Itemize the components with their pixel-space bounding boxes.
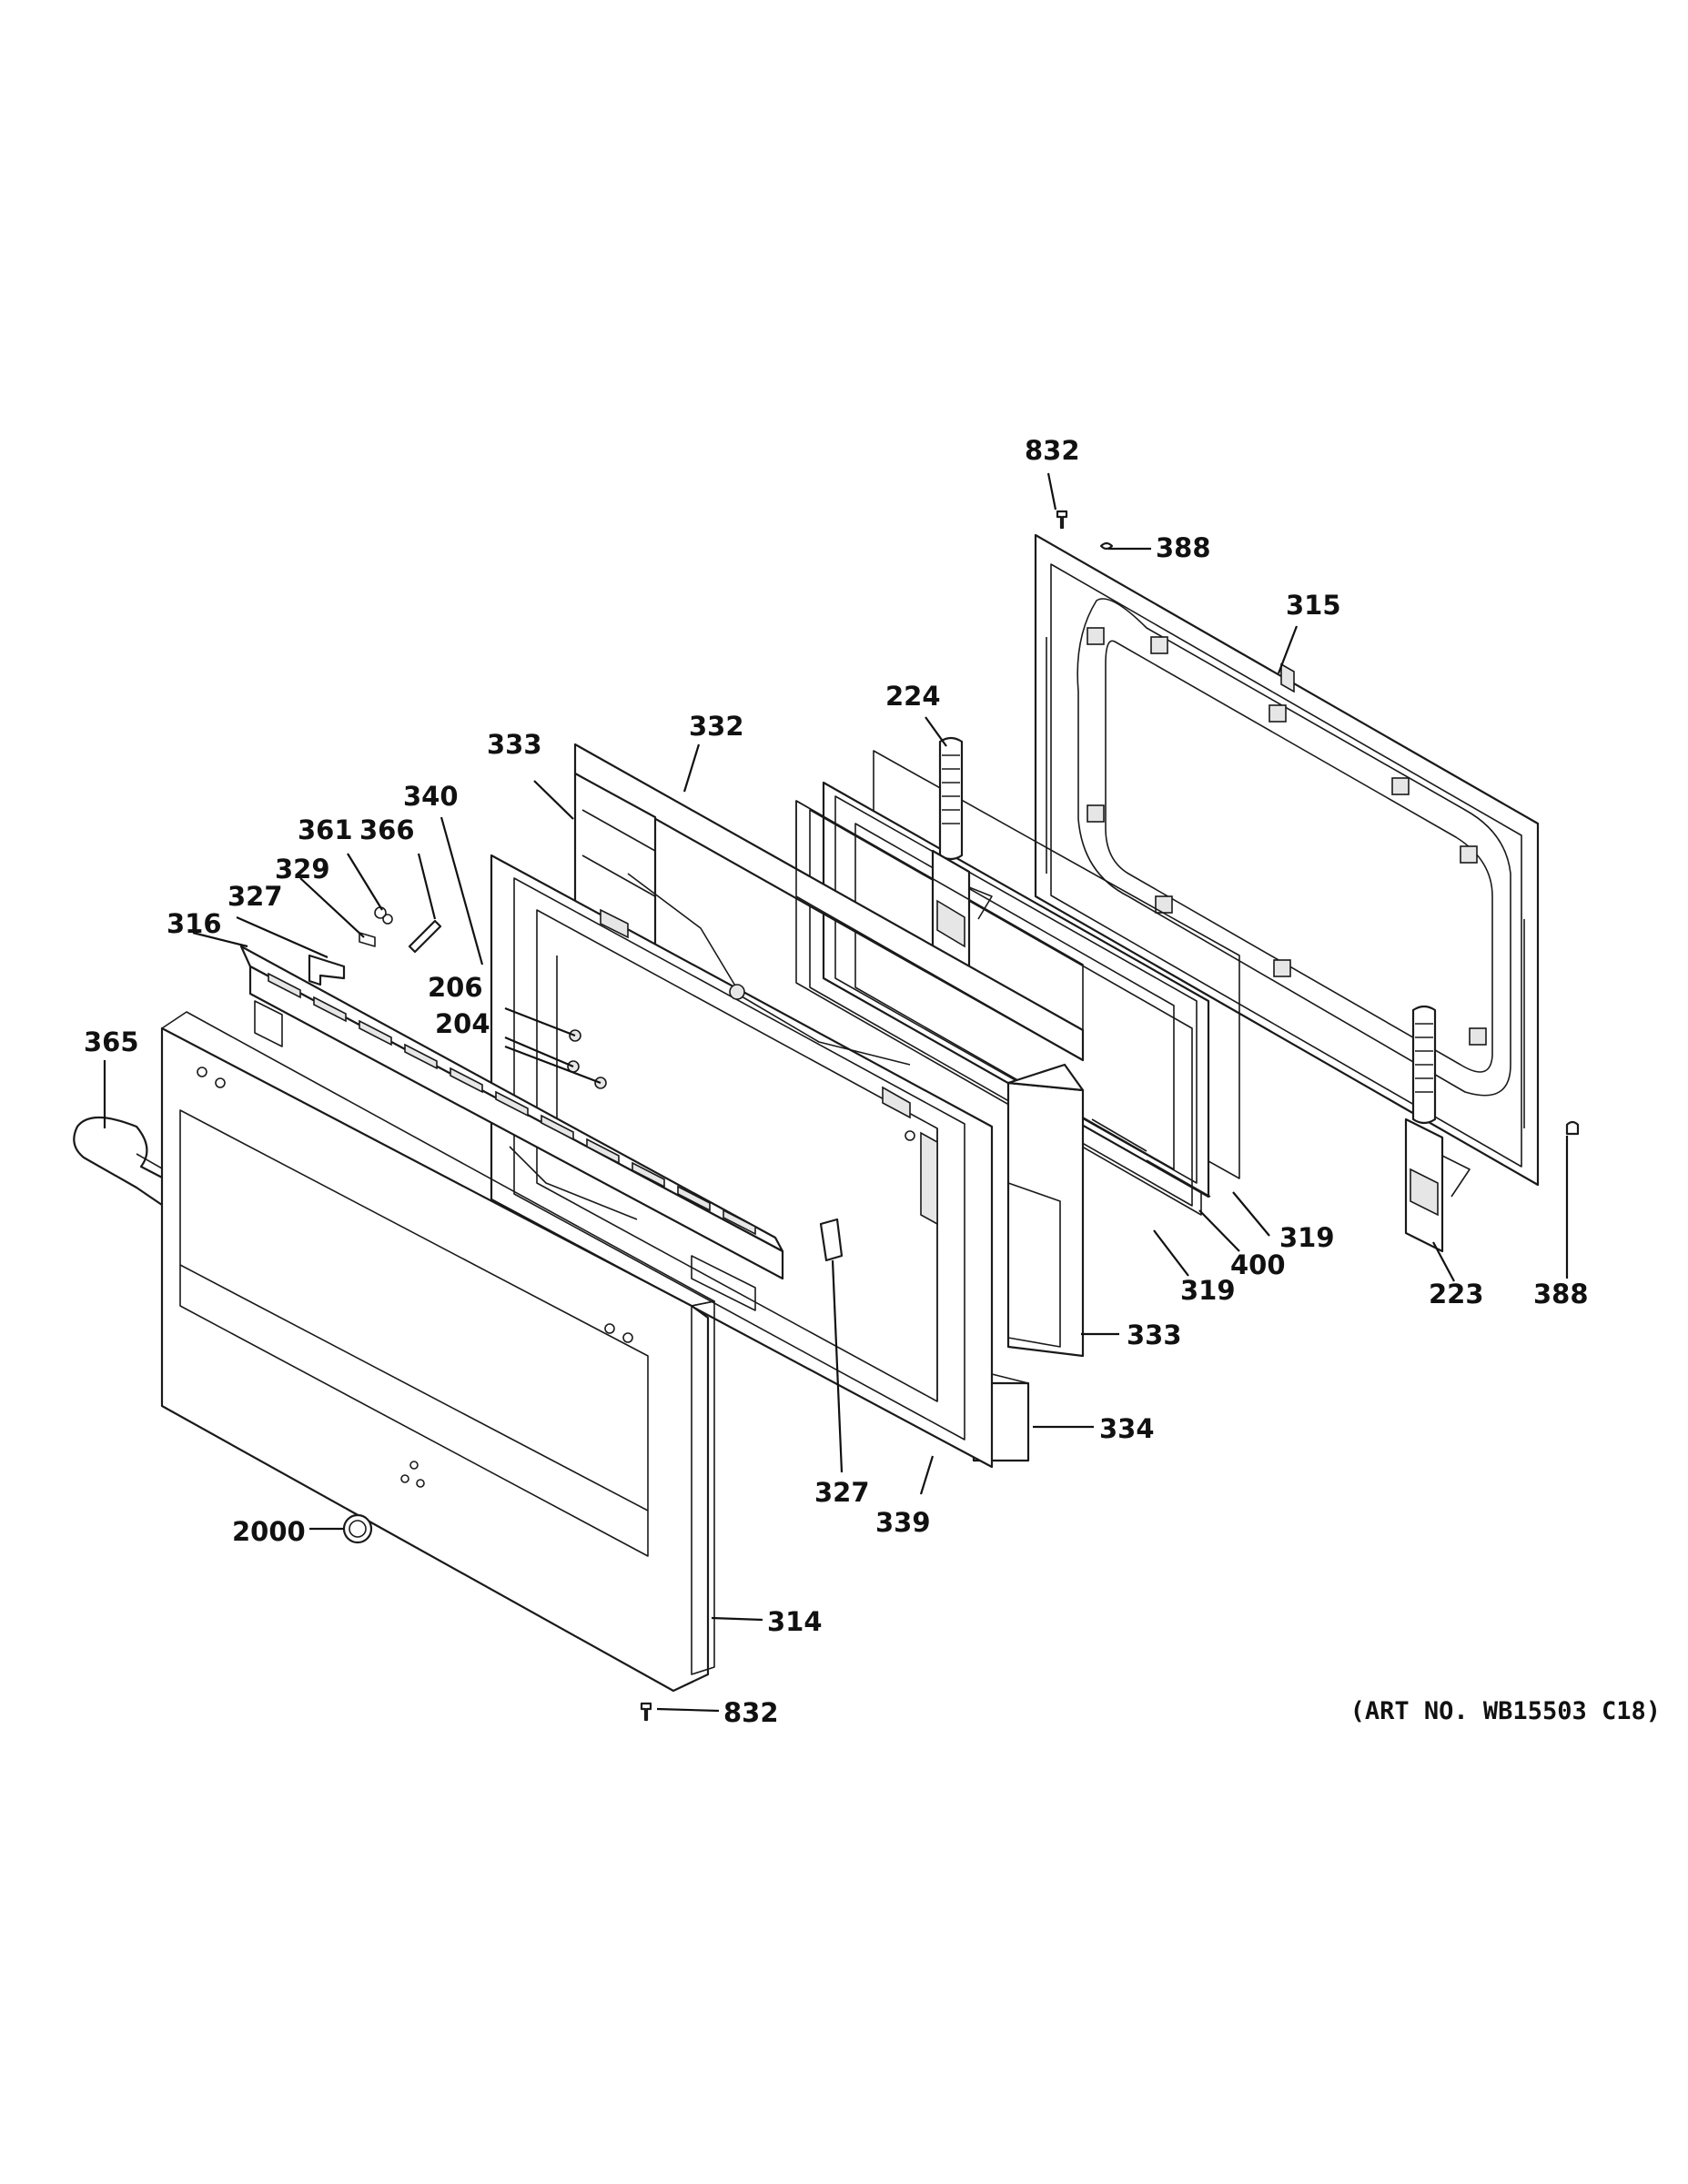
- callout-366: 366: [359, 814, 415, 845]
- callout-361: 361: [298, 814, 353, 845]
- callout-400: 400: [1230, 1249, 1286, 1280]
- callout-333-bottom: 333: [1127, 1320, 1182, 1350]
- callout-224: 224: [885, 681, 941, 712]
- callout-832-top: 832: [1025, 435, 1080, 466]
- callout-339: 339: [875, 1507, 931, 1538]
- callout-206: 206: [428, 972, 483, 1003]
- callout-223: 223: [1429, 1279, 1484, 1309]
- callout-333-top: 333: [487, 729, 542, 760]
- vent-trim-316: [239, 945, 784, 1311]
- callout-329: 329: [275, 854, 330, 885]
- leader-lines: [103, 472, 1569, 1713]
- art-number-label: (ART NO. WB15503 C18): [1349, 1697, 1661, 1725]
- callout-327-bottom: 327: [814, 1477, 870, 1508]
- callout-388-top: 388: [1156, 532, 1211, 563]
- callout-204: 204: [435, 1008, 490, 1039]
- callout-334: 334: [1099, 1413, 1155, 1444]
- callout-332: 332: [689, 711, 744, 742]
- callout-315: 315: [1286, 590, 1341, 621]
- callout-340: 340: [403, 781, 459, 812]
- hinge-223: [1404, 1005, 1471, 1253]
- callout-327-top: 327: [227, 881, 283, 912]
- nameplate-badge-2000: [342, 1513, 373, 1544]
- callout-316: 316: [167, 908, 222, 939]
- callout-2000: 2000: [232, 1516, 306, 1547]
- callout-319-left: 319: [1180, 1275, 1236, 1306]
- insulation-333: [1006, 1063, 1085, 1358]
- callout-832-bottom: 832: [723, 1697, 779, 1728]
- callout-314: 314: [767, 1606, 823, 1637]
- door-frame-339: [490, 854, 994, 1469]
- callout-labels: 832 388 315 224 332 333 340 361 366 329 …: [84, 435, 1589, 1728]
- screws-and-clips: [308, 510, 1580, 1722]
- callout-388-right: 388: [1533, 1279, 1589, 1309]
- hinge-224: [931, 736, 993, 980]
- callout-365: 365: [84, 1026, 139, 1057]
- callout-319-right: 319: [1279, 1222, 1335, 1253]
- outer-door-314: [160, 1011, 715, 1693]
